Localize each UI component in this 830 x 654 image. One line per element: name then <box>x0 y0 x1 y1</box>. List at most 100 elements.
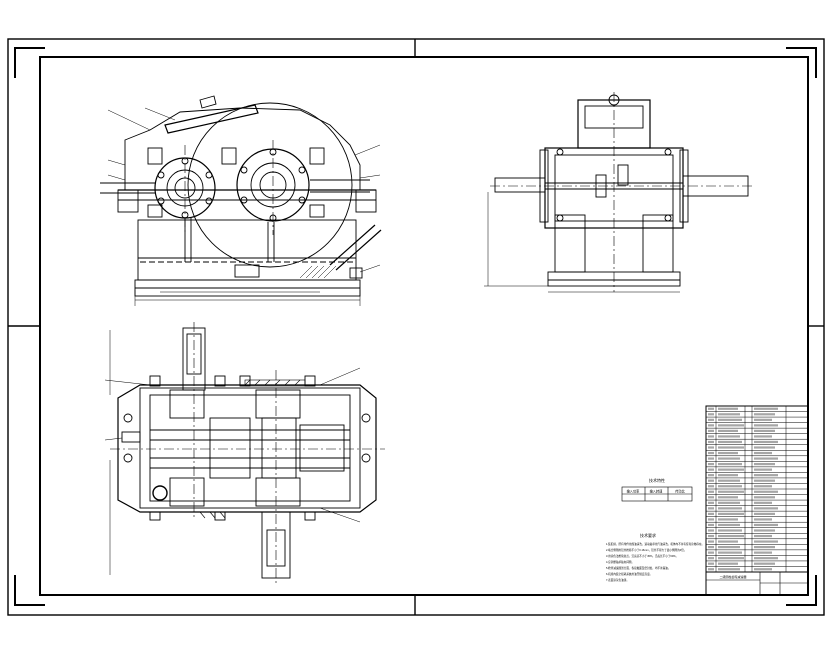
parts-list-cell-mark <box>754 446 775 449</box>
parts-list-cell-mark <box>718 429 738 432</box>
notes-heading: 技术要求 <box>640 532 656 538</box>
parts-list-cell-mark <box>718 557 744 560</box>
leader-lines <box>104 107 381 523</box>
note-line: 5.检查减速器剖分面、各接触面及密封处，均不许漏油。 <box>606 566 670 570</box>
parts-list-cell-mark <box>708 407 714 410</box>
note-line: 2.啮合侧隙用铅丝检验不小于0.16mm，铅丝不得大于最小侧隙的4倍。 <box>606 548 686 552</box>
parts-list-cell-mark <box>708 479 714 482</box>
parts-list-cell-mark <box>708 413 714 416</box>
parts-list-cell-mark <box>754 490 778 493</box>
parts-list-cell-mark <box>754 540 778 543</box>
parts-list-cell-mark <box>708 562 714 565</box>
notes-list: 1.装配前，所有零件用煤油清洗，滚动轴承用汽油清洗，机体内不许有任何杂物存在。 … <box>606 542 704 582</box>
note-line: 7.表面涂灰色油漆。 <box>606 578 629 582</box>
parts-list-cell-mark <box>708 523 714 527</box>
parts-list-cell-mark <box>754 440 778 444</box>
parts-list-cell-mark <box>754 413 775 416</box>
parts-list-cell-mark <box>708 485 714 488</box>
parts-list-cell-mark <box>718 485 742 488</box>
parts-list-cell-mark <box>708 512 714 515</box>
parts-list-cell-mark <box>754 429 775 432</box>
parts-list-cell-mark <box>718 501 740 504</box>
parts-list-cell-mark <box>718 435 740 438</box>
parts-list-cell-mark <box>754 557 778 560</box>
parts-list-cell-mark <box>708 462 714 466</box>
parts-list-cell-mark <box>708 529 714 532</box>
parts-list-cell-mark <box>754 507 778 510</box>
parts-list-cell-mark <box>708 451 714 455</box>
parts-list-cell-mark <box>754 479 775 482</box>
parts-list-cell-mark <box>718 490 744 493</box>
parts-list-cell-mark <box>718 507 742 510</box>
parts-list-cell-mark <box>754 523 778 527</box>
parts-list-cell-mark <box>718 551 742 554</box>
parts-list-cell-mark <box>754 562 775 565</box>
note-line: 6.机座内装全损耗系统用油至规定高度。 <box>606 572 652 576</box>
parts-list-cell-mark <box>708 545 714 549</box>
parts-list-cell-mark <box>708 534 714 538</box>
parts-list-cell-mark <box>754 407 778 410</box>
title-block <box>705 571 809 596</box>
parts-list-cell-mark <box>754 518 772 521</box>
parts-list <box>705 405 809 596</box>
parts-list-cell-mark <box>754 451 772 455</box>
parts-list-cell-mark <box>718 413 740 416</box>
parts-list-cell-mark <box>708 468 714 471</box>
parts-list-cell-mark <box>708 507 714 510</box>
spec-table <box>621 486 693 502</box>
title-block-title: 二级圆柱齿轮减速器 <box>719 574 746 579</box>
front-view <box>100 95 382 306</box>
parts-list-cell-mark <box>718 568 740 571</box>
parts-list-cell-mark <box>754 457 778 460</box>
note-line: 1.装配前，所有零件用煤油清洗，滚动轴承用汽油清洗，机体内不许有任何杂物存在。 <box>606 542 704 546</box>
parts-list-cell-mark <box>708 435 714 438</box>
parts-list-cell-mark <box>708 474 714 477</box>
parts-list-cell-mark <box>718 457 740 460</box>
parts-list-cell-mark <box>708 551 714 554</box>
parts-list-cell-mark <box>754 534 772 538</box>
parts-list-cell-mark <box>718 529 742 532</box>
parts-list-cell-mark <box>708 429 714 432</box>
parts-list-cell-mark <box>718 545 740 549</box>
parts-list-cell-mark <box>718 496 738 499</box>
parts-list-cell-mark <box>718 418 742 421</box>
parts-list-cell-mark <box>708 568 714 571</box>
parts-list-cell-mark <box>718 440 742 444</box>
parts-list-cell-mark <box>754 435 772 438</box>
spec-table-heading: 技术特性 <box>649 477 665 483</box>
front-view-hatching <box>299 265 337 279</box>
spec-table-header-2: 输入转速 <box>650 489 664 494</box>
parts-list-cell-mark <box>718 518 738 521</box>
parts-list-cell-mark <box>718 446 744 449</box>
parts-list-cell-mark <box>708 424 714 427</box>
note-line: 4.应调整轴承轴向间隙。 <box>606 560 634 564</box>
parts-list-cell-mark <box>754 512 775 515</box>
parts-list-cell-mark <box>754 485 772 488</box>
parts-list-cell-mark <box>754 424 778 427</box>
parts-list-cell-mark <box>708 518 714 521</box>
parts-list-cell-mark <box>754 468 772 471</box>
parts-list-cell-mark <box>754 568 772 571</box>
parts-list-cell-mark <box>754 474 778 477</box>
parts-list-cell-mark <box>708 490 714 493</box>
parts-list-cell-mark <box>754 529 775 532</box>
parts-list-cell-mark <box>754 418 772 421</box>
parts-list-cell-mark <box>718 523 740 527</box>
parts-list-cell-mark <box>708 446 714 449</box>
parts-list-cell-mark <box>754 501 772 504</box>
parts-list-cell-mark <box>718 479 740 482</box>
plan-view <box>109 322 385 585</box>
sheet-frame <box>7 38 825 616</box>
parts-list-cell-mark <box>718 462 742 466</box>
parts-list-cell-mark <box>708 557 714 560</box>
parts-list-cell-mark <box>718 424 744 427</box>
parts-list-cell-mark <box>754 462 775 466</box>
parts-list-cell-mark <box>718 540 738 543</box>
parts-list-cell-mark <box>708 496 714 499</box>
parts-list-cell-mark <box>708 440 714 444</box>
note-line: 3.用涂色法检验斑点，沿齿高不小于45%，沿齿长不小于60%。 <box>606 554 678 558</box>
parts-list-cell-mark <box>708 418 714 421</box>
parts-list-cell-mark <box>708 501 714 504</box>
parts-list-cell-mark <box>708 540 714 543</box>
parts-list-cell-mark <box>754 545 775 549</box>
